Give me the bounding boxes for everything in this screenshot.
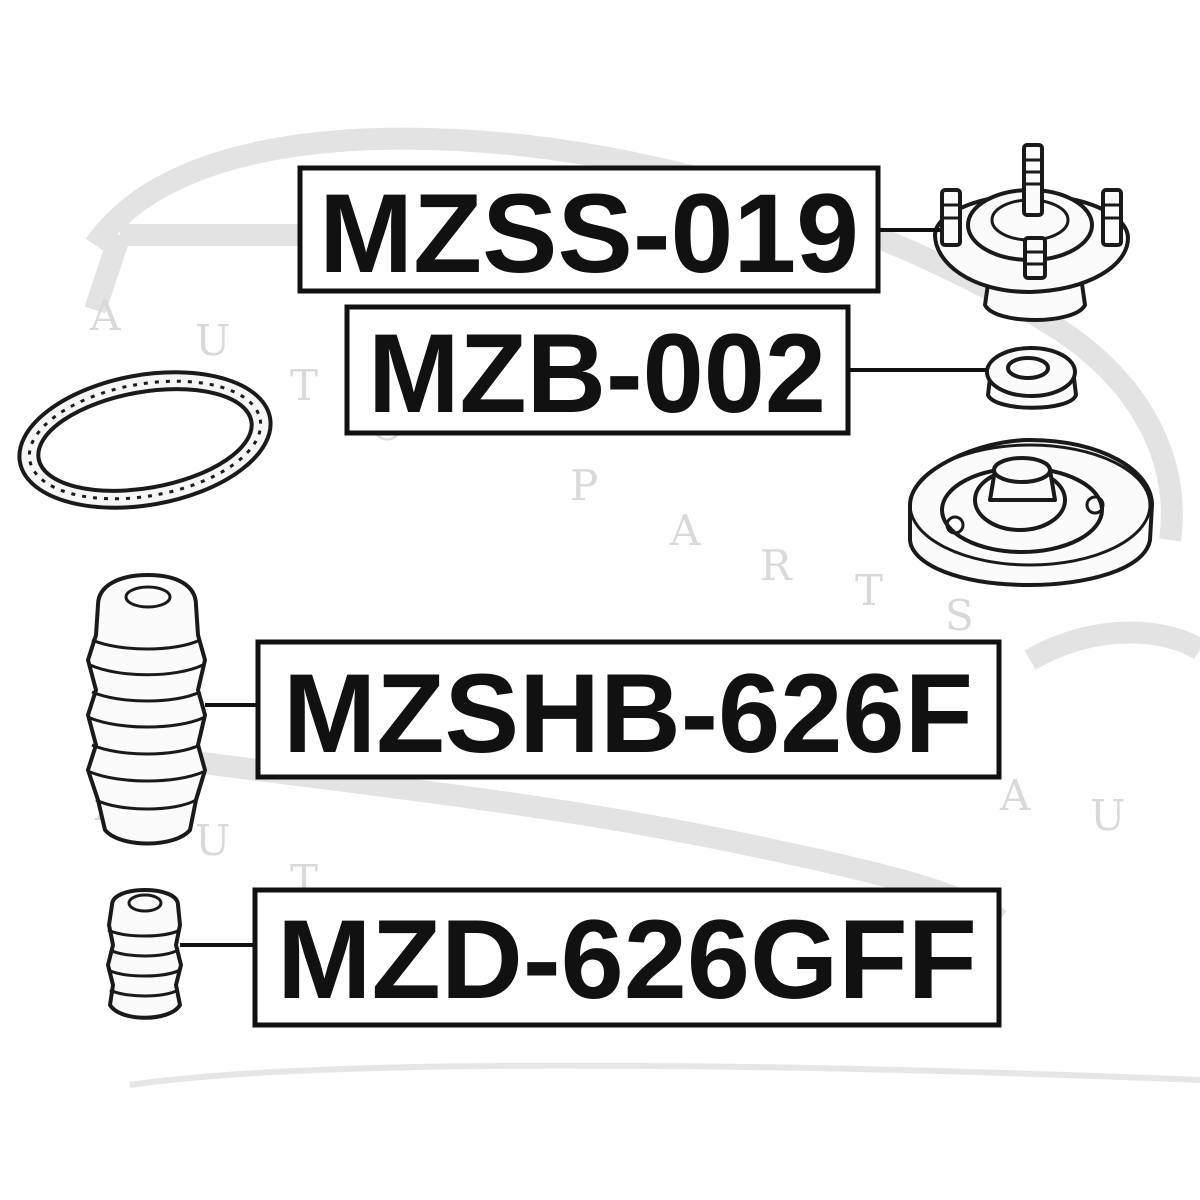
watermark-letter: S [945, 591, 974, 640]
part-number-bearing: MZB-002 [368, 311, 826, 436]
part-label-shock-mount: MZSS-019 [297, 165, 881, 296]
bearing-drawing [985, 346, 1078, 410]
watermark-letter: U [195, 316, 230, 365]
watermark-letter: P [570, 461, 598, 510]
part-label-bearing: MZB-002 [344, 304, 851, 436]
watermark-letter: T [855, 566, 883, 615]
watermark-letter: A [999, 771, 1031, 820]
watermark-letter: U [1090, 791, 1125, 840]
watermark-letter: R [760, 541, 793, 590]
gasket-ring-drawing [17, 370, 273, 510]
part-number-shock-mount: MZSS-019 [319, 171, 859, 296]
part-number-bump-stop: MZD-626GFF [277, 897, 977, 1022]
part-label-bump-stop: MZD-626GFF [252, 887, 1002, 1028]
part-label-boot: MZSHB-626F [255, 639, 1002, 780]
leader-lines [180, 228, 987, 947]
watermark-letter-f-top [84, 224, 300, 314]
spring-seat-drawing [908, 438, 1154, 587]
bump-stop-drawing [106, 888, 183, 1020]
watermark-swoosh-right [1024, 621, 1200, 670]
watermark-letter: A [669, 506, 701, 555]
watermark-letter: T [290, 361, 318, 410]
watermark-letter: U [195, 816, 230, 865]
watermark-edge-bottom [129, 1062, 1200, 1088]
shock-boot-drawing [86, 573, 207, 846]
strut-mount-drawing [933, 143, 1130, 322]
part-number-boot: MZSHB-626F [283, 651, 973, 776]
watermark-letter: A [89, 291, 121, 340]
